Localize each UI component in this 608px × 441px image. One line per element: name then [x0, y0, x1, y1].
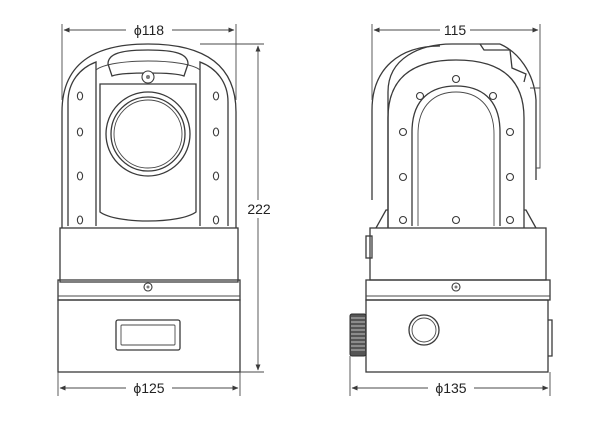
- dim-side-bottom-width: ϕ135: [435, 380, 466, 396]
- front-view: [57, 43, 241, 373]
- connector-knob: [408, 314, 440, 346]
- knurled-connector: [349, 313, 367, 357]
- lens: [105, 91, 191, 177]
- dim-height: 222: [247, 201, 271, 217]
- dim-side-top-width: 115: [444, 22, 467, 38]
- dim-front-bottom-width: ϕ125: [133, 380, 164, 396]
- dim-front-top-width: ϕ118: [134, 22, 164, 38]
- side-view: [349, 43, 553, 373]
- dimension-lines: [57, 24, 551, 396]
